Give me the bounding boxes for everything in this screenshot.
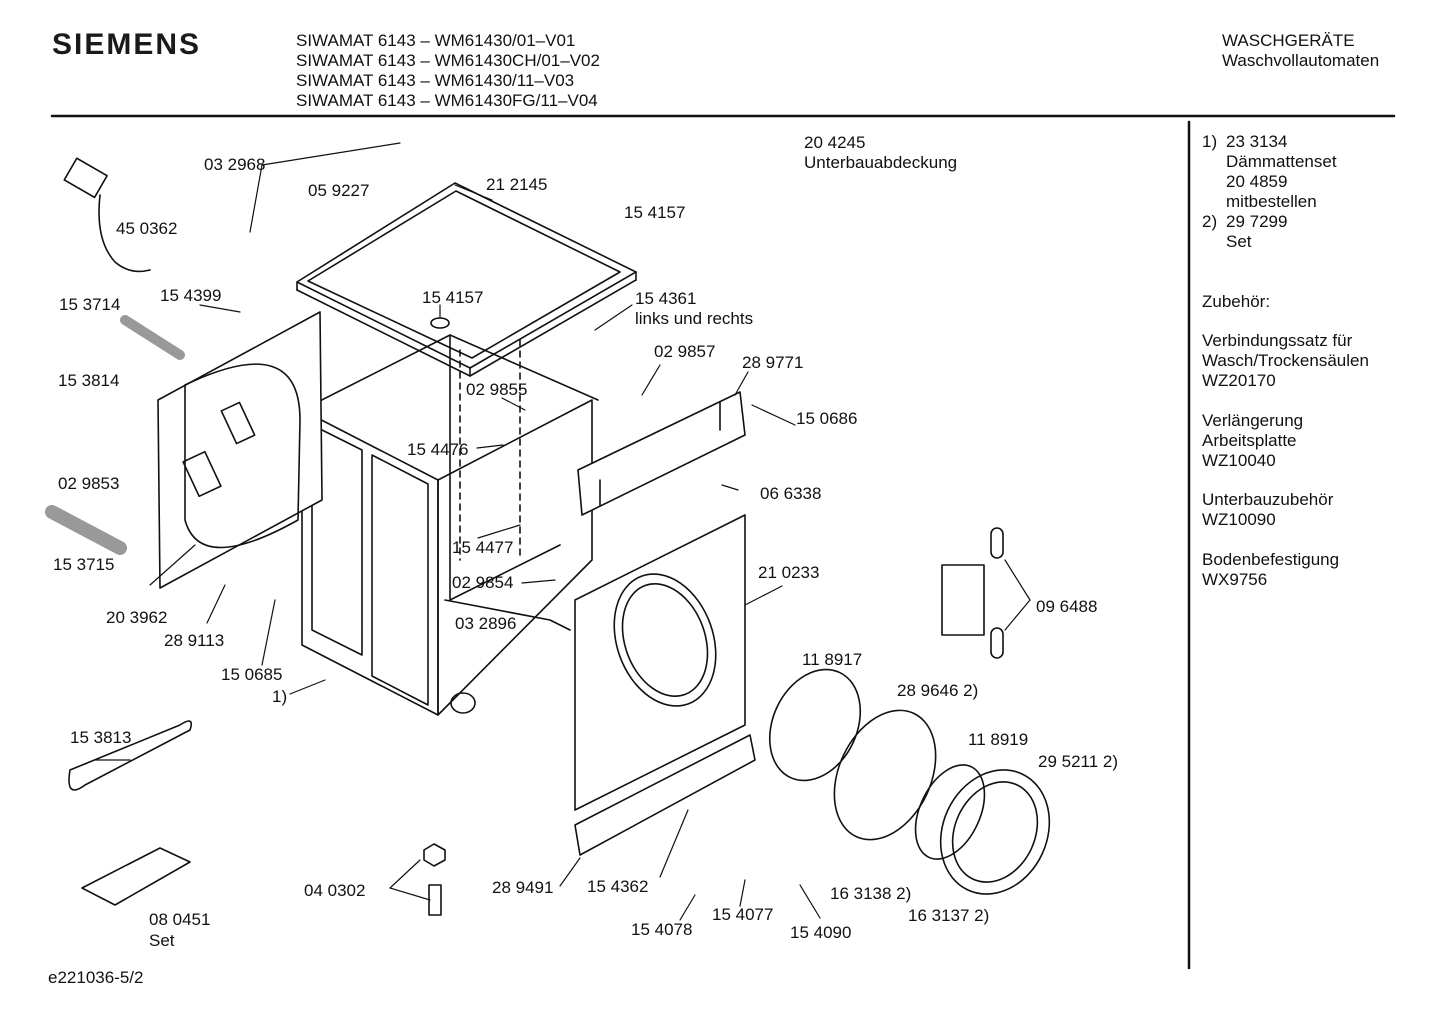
part-label: 15 4477: [452, 538, 514, 557]
part-desc: links und rechts: [635, 309, 754, 328]
notes-block: 1) 23 3134 Dämmattenset 20 4859 mitbeste…: [1202, 132, 1337, 252]
part-label: 15 4077: [712, 905, 774, 924]
accessory-item: Verbindungssatz für Wasch/Trockensäulen …: [1202, 331, 1369, 391]
part-label: 02 9854: [452, 573, 514, 592]
part-label: 16 3138 2): [830, 884, 912, 903]
plinth-part: [574, 734, 756, 856]
part-label: 15 4476: [407, 440, 469, 459]
part-label: 15 3715: [53, 555, 115, 574]
part-label: 28 9771: [742, 353, 804, 372]
part-label: 15 0685: [221, 665, 283, 684]
part-label: 03 2968: [204, 155, 266, 174]
model-line: SIWAMAT 6143 – WM61430/01–V01: [296, 31, 576, 50]
note-text: Set: [1226, 232, 1252, 251]
power-cord-part: [63, 157, 151, 273]
part-label: 05 9227: [308, 181, 370, 200]
part-label: 45 0362: [116, 219, 178, 238]
category-block: WASCHGERÄTE Waschvollautomaten: [1222, 31, 1379, 71]
part-desc: Unterbauabdeckung: [804, 153, 958, 172]
part-label: 04 0302: [304, 881, 366, 900]
part-label: 08 0451: [149, 910, 211, 929]
part-label: 02 9855: [466, 380, 528, 399]
note-text: 20 4859: [1226, 172, 1288, 191]
part-label: 15 0686: [796, 409, 858, 428]
back-panel-part: [157, 311, 323, 589]
part-label: 06 6338: [760, 484, 822, 503]
part-label: 11 8917: [802, 650, 863, 669]
part-label: 15 4362: [587, 877, 649, 896]
document-id: e221036-5/2: [48, 968, 144, 987]
accessory-item: Bodenbefestigung WX9756: [1202, 550, 1339, 590]
note-key: 2): [1202, 212, 1218, 231]
hinge-part: [941, 527, 1004, 659]
part-label: 15 4361: [635, 289, 697, 308]
accessory-item: Unterbauzubehör WZ10090: [1202, 490, 1333, 530]
note-key: 1): [1202, 132, 1218, 151]
front-panel-part: [574, 514, 746, 811]
accessory-line: Verbindungssatz für: [1202, 331, 1353, 350]
door-outer-ring-part: [833, 709, 937, 841]
part-label: 15 3814: [58, 371, 120, 390]
control-rail-part: [577, 391, 746, 516]
wrench-part: [68, 720, 193, 791]
part-label: 28 9113: [164, 631, 225, 650]
part-desc: Set: [149, 931, 175, 950]
nut-bolt-part: [423, 843, 446, 916]
model-line: SIWAMAT 6143 – WM61430CH/01–V02: [296, 51, 600, 70]
door-seal-ring-part: [768, 668, 862, 782]
part-label: 15 3714: [59, 295, 121, 314]
hose-153715-part: [45, 505, 127, 555]
door-glass-part: [914, 764, 986, 860]
part-label: 15 4399: [160, 286, 222, 305]
category-title: WASCHGERÄTE: [1222, 31, 1355, 50]
accessory-line: WX9756: [1202, 570, 1268, 589]
accessories-heading: Zubehör:: [1202, 292, 1271, 311]
part-label: 02 9853: [58, 474, 120, 493]
part-label: 28 9491: [492, 878, 554, 897]
part-label: 1): [272, 687, 288, 706]
part-label: 21 2145: [486, 175, 548, 194]
part-label: 09 6488: [1036, 597, 1098, 616]
part-label: 29 5211 2): [1038, 752, 1119, 771]
part-label: 02 9857: [654, 342, 716, 361]
hose-153714-part: [120, 315, 185, 360]
part-label: 11 8919: [968, 730, 1029, 749]
accessory-line: Unterbauzubehör: [1202, 490, 1334, 509]
note-text: Dämmattenset: [1226, 152, 1337, 171]
part-label: 03 2896: [455, 614, 517, 633]
note-text: mitbestellen: [1226, 192, 1317, 211]
part-label: 15 3813: [70, 728, 132, 747]
accessory-line: WZ20170: [1202, 371, 1276, 390]
accessory-line: Arbeitsplatte: [1202, 431, 1297, 450]
accessory-line: Verlängerung: [1202, 411, 1304, 430]
model-line: SIWAMAT 6143 – WM61430/11–V03: [296, 71, 575, 90]
door-inner-ring-part: [939, 769, 1051, 895]
cabinet-part: [301, 334, 599, 716]
model-list: SIWAMAT 6143 – WM61430/01–V01 SIWAMAT 61…: [296, 31, 600, 111]
part-label: 21 0233: [758, 563, 820, 582]
part-label: 15 4157: [422, 288, 484, 307]
note-text: 29 7299: [1226, 212, 1288, 231]
accessory-line: WZ10040: [1202, 451, 1276, 470]
part-label: 15 4090: [790, 923, 852, 942]
accessory-line: Bodenbefestigung: [1202, 550, 1340, 569]
part-label: 20 3962: [106, 608, 168, 627]
part-label: 15 4157: [624, 203, 686, 222]
transport-bracket-part: [81, 847, 191, 906]
accessory-item: Verlängerung Arbeitsplatte WZ10040: [1202, 411, 1303, 471]
top-lid-part: [296, 182, 637, 377]
accessory-line: WZ10090: [1202, 510, 1276, 529]
note-text: 23 3134: [1226, 132, 1288, 151]
part-label: 15 4078: [631, 920, 693, 939]
part-label: 16 3137 2): [908, 906, 990, 925]
model-line: SIWAMAT 6143 – WM61430FG/11–V04: [296, 91, 598, 110]
part-label: 20 4245: [804, 133, 866, 152]
accessory-line: Wasch/Trockensäulen: [1202, 351, 1369, 370]
category-subtitle: Waschvollautomaten: [1222, 51, 1380, 70]
brand-logo: SIEMENS: [52, 28, 202, 61]
part-label: 28 9646 2): [897, 681, 979, 700]
